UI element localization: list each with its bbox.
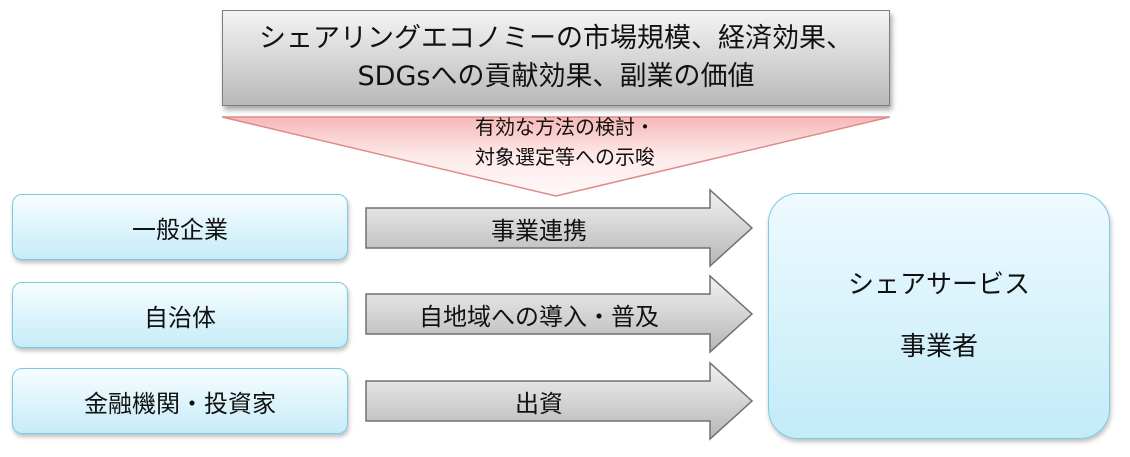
stakeholder-label: 一般企業 (132, 215, 228, 244)
implication-text: 有効な方法の検討・ 対象選定等への示唆 (390, 112, 740, 182)
arrow-local-adoption (365, 274, 754, 354)
stakeholder-label: 金融機関・投資家 (84, 389, 276, 418)
implication-line2: 対象選定等への示唆 (475, 145, 655, 169)
arrow-label-partnership: 事業連携 (491, 216, 587, 245)
arrow-business-partnership (365, 188, 754, 268)
analysis-summary-box: シェアリングエコノミーの市場規模、経済効果、 SDGsへの貢献効果、副業の価値 (222, 10, 890, 106)
analysis-summary-line1: シェアリングエコノミーの市場規模、経済効果、 (259, 23, 853, 54)
arrow-investment (365, 361, 754, 441)
stakeholder-box-municipalities: 自治体 (12, 282, 348, 348)
stakeholder-box-investors: 金融機関・投資家 (12, 368, 348, 434)
analysis-summary-line2: SDGsへの貢献効果、副業の価値 (357, 61, 755, 92)
stakeholder-box-companies: 一般企業 (12, 194, 348, 260)
stakeholder-label: 自治体 (144, 303, 216, 332)
arrow-label-adoption: 自地域への導入・普及 (419, 302, 659, 331)
arrow-label-investment: 出資 (515, 389, 563, 418)
share-service-provider-box: シェアサービス 事業者 (768, 193, 1110, 439)
provider-line1: シェアサービス (847, 270, 1030, 300)
provider-line2: 事業者 (899, 332, 978, 362)
implication-line1: 有効な方法の検討・ (475, 115, 655, 139)
